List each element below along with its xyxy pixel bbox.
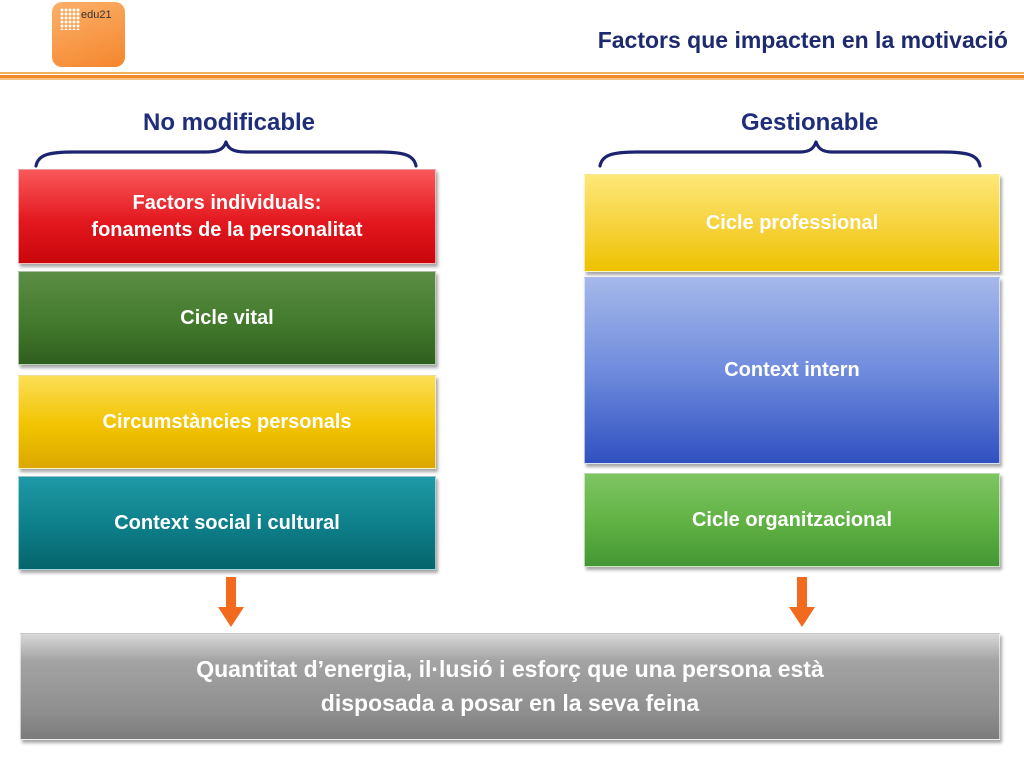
box-context-social-label: Context social i cultural xyxy=(114,511,340,534)
box-context-social: Context social i cultural xyxy=(18,476,436,570)
box-circumstancies-personals-label: Circumstàncies personals xyxy=(102,410,352,433)
box-context-intern-label: Context intern xyxy=(724,359,860,381)
box-factors-individuals-line1: Factors individuals: xyxy=(132,191,322,214)
box-cicle-vital: Cicle vital xyxy=(18,271,436,365)
box-context-intern: Context intern xyxy=(584,277,1000,464)
box-cicle-organitzacional-label: Cicle organitzacional xyxy=(691,508,893,531)
box-circumstancies-personals: Circumstàncies personals xyxy=(18,375,436,469)
page-title: Factors que impacten en la motivació xyxy=(597,27,1008,53)
result-line1: Quantitat d’energia, il·lusió i esforç q… xyxy=(196,656,824,683)
heading-no-modificable: No modificable xyxy=(143,109,316,136)
header-rule xyxy=(0,72,1024,80)
left-down-arrow-icon xyxy=(218,577,244,627)
box-cicle-professional: Cicle professional xyxy=(584,174,1000,272)
left-brace-icon xyxy=(34,140,418,168)
right-brace-icon xyxy=(598,140,982,168)
right-down-arrow-icon xyxy=(789,577,815,627)
box-cicle-vital-label: Cicle vital xyxy=(180,306,274,329)
edu21-logo: edu21 xyxy=(52,2,125,67)
box-cicle-professional-label: Cicle professional xyxy=(705,211,879,234)
result-box: Quantitat d’energia, il·lusió i esforç q… xyxy=(20,633,1000,740)
logo-dots-icon xyxy=(60,8,80,30)
heading-gestionable: Gestionable xyxy=(741,109,879,136)
box-cicle-organitzacional: Cicle organitzacional xyxy=(584,473,1000,567)
box-factors-individuals: Factors individuals: fonaments de la per… xyxy=(18,169,436,264)
box-factors-individuals-line2: fonaments de la personalitat xyxy=(91,218,363,241)
result-line2: disposada a posar en la seva feina xyxy=(320,689,700,716)
logo-text: edu21 xyxy=(81,9,112,21)
